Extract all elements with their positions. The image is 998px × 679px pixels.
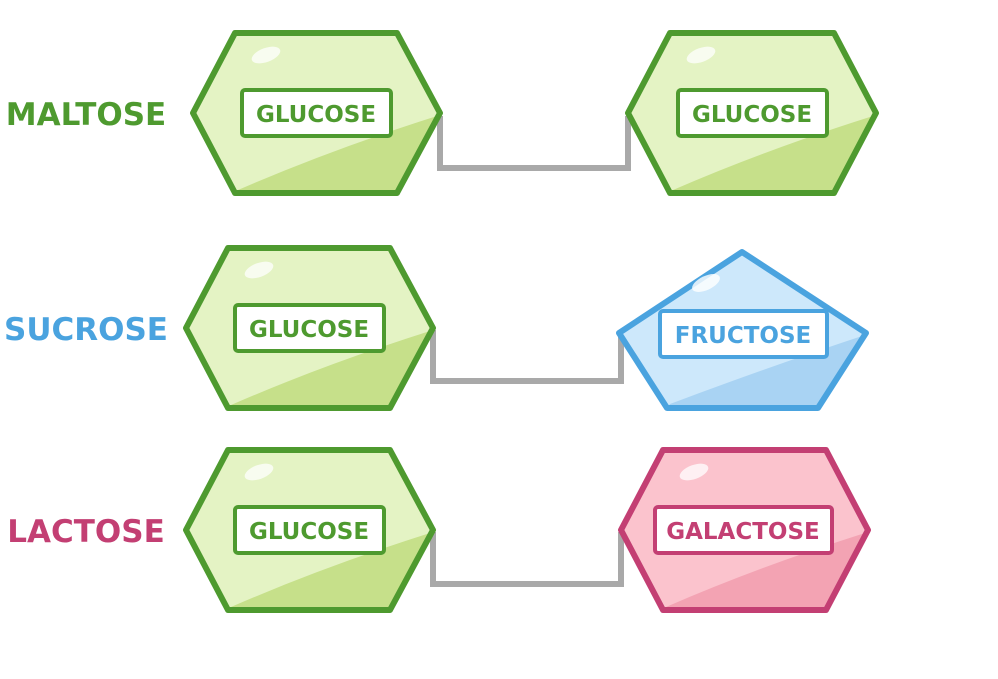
- disaccharide-label-sucrose: SUCROSE: [4, 312, 168, 348]
- glycosidic-bond: [437, 116, 631, 171]
- monosaccharide-label: GLUCOSE: [256, 102, 376, 128]
- highlight-shine: [251, 46, 281, 64]
- monosaccharide-label: GLUCOSE: [249, 519, 369, 545]
- highlight-shine: [692, 274, 720, 292]
- monosaccharide-glucose: GLUCOSE: [190, 30, 443, 196]
- highlight-shine: [686, 46, 716, 64]
- monosaccharide-galactose: GALACTOSE: [618, 447, 871, 613]
- highlight-shine: [679, 463, 709, 481]
- row-sucrose: SUCROSE GLUCOSE FRUCTOSE: [4, 245, 869, 411]
- label-box: [233, 303, 386, 353]
- label-box: [233, 505, 386, 555]
- label-box: [653, 505, 834, 555]
- disaccharide-label-lactose: LACTOSE: [7, 514, 165, 550]
- monosaccharide-label: GLUCOSE: [692, 102, 812, 128]
- row-lactose: LACTOSE GLUCOSE GALACTOSE: [7, 447, 871, 613]
- label-box: [240, 88, 393, 138]
- highlight-shine: [244, 261, 274, 279]
- monosaccharide-label: FRUCTOSE: [675, 323, 812, 349]
- monosaccharide-label: GLUCOSE: [249, 317, 369, 343]
- glycosidic-bond: [430, 532, 624, 587]
- highlight-shine: [244, 463, 274, 481]
- label-box: [676, 88, 829, 138]
- monosaccharide-glucose: GLUCOSE: [183, 245, 436, 411]
- label-box: [658, 309, 829, 359]
- monosaccharide-fructose: FRUCTOSE: [616, 249, 869, 411]
- monosaccharide-glucose: GLUCOSE: [625, 30, 879, 196]
- monosaccharide-glucose: GLUCOSE: [183, 447, 436, 613]
- glycosidic-bond: [430, 330, 624, 384]
- disaccharide-label-maltose: MALTOSE: [6, 97, 166, 133]
- row-maltose: MALTOSE GLUCOSE GLUCOSE: [6, 30, 879, 196]
- monosaccharide-label: GALACTOSE: [666, 519, 820, 545]
